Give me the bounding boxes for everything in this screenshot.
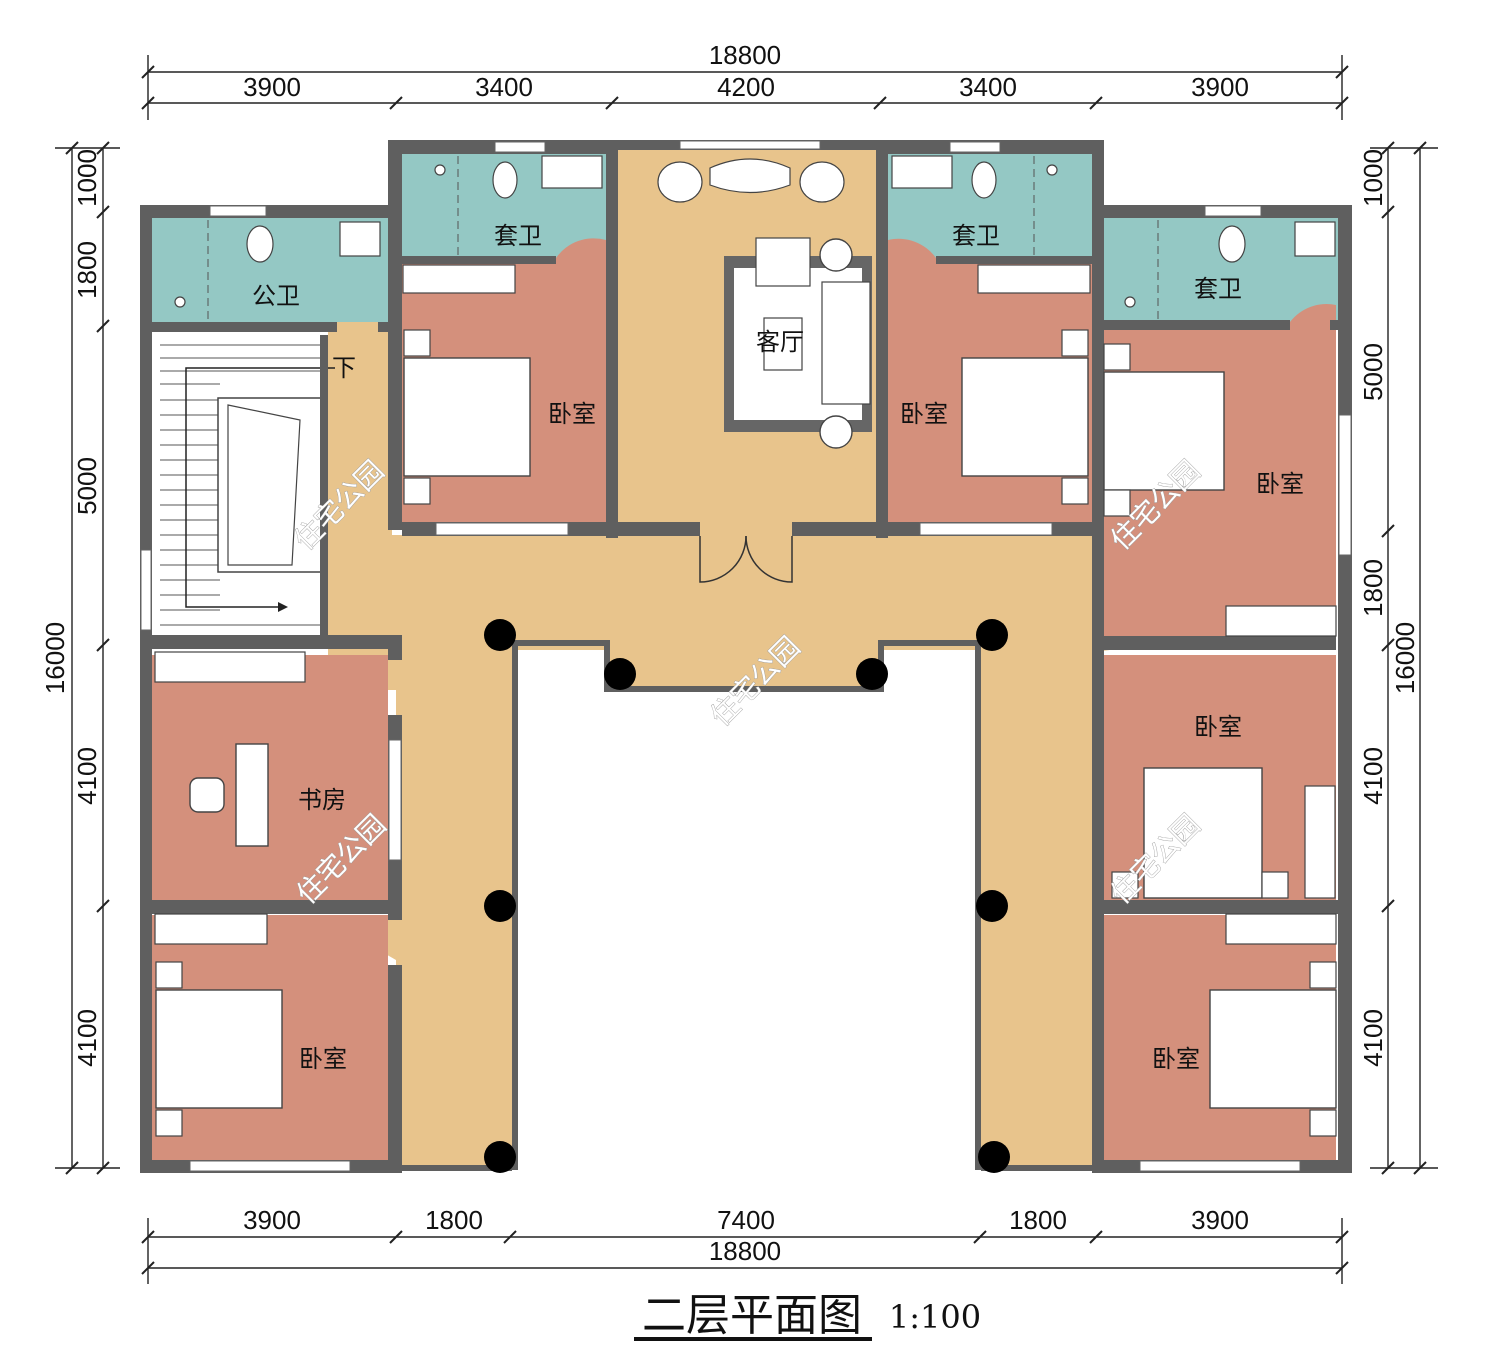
dim-left-seg-5: 4100 <box>72 1009 102 1067</box>
dim-left-seg-1: 1000 <box>72 149 102 207</box>
dim-right-seg-4: 4100 <box>1358 747 1388 805</box>
hall-double-door <box>699 535 793 583</box>
label-bedroom-2: 卧室 <box>900 400 948 428</box>
dim-bottom-seg-5: 3900 <box>1191 1205 1249 1235</box>
nightstands <box>155 329 1337 1137</box>
dim-left-seg-2: 1800 <box>72 241 102 299</box>
label-living-room: 客厅 <box>756 328 804 356</box>
dim-top-seg-3: 4200 <box>717 72 775 102</box>
dim-right-seg-3: 1800 <box>1358 559 1388 617</box>
dim-left-seg-4: 4100 <box>72 747 102 805</box>
label-suite-bath-2: 套卫 <box>952 222 1000 250</box>
drawing-title: 二层平面图 <box>642 1290 862 1341</box>
label-stair-down: 下 <box>332 354 356 382</box>
bedrooms <box>152 238 1336 1161</box>
dim-top-total: 18800 <box>709 40 781 70</box>
dimension-lines <box>55 55 1438 1284</box>
dim-left-total: 16000 <box>40 622 70 694</box>
label-suite-bath-3: 套卫 <box>1194 275 1242 303</box>
living-room-rug <box>657 158 872 449</box>
beds <box>155 357 1337 1109</box>
dim-bottom-total: 18800 <box>709 1236 781 1266</box>
staircase <box>152 335 335 635</box>
windows <box>140 140 1352 1172</box>
dim-right-seg-2: 5000 <box>1358 343 1388 401</box>
dim-right-seg-1: 1000 <box>1358 149 1388 207</box>
label-public-toilet: 公卫 <box>252 282 300 310</box>
wardrobes <box>154 264 1337 945</box>
dim-right-total: 16000 <box>1390 622 1420 694</box>
drawing-scale: 1:100 <box>889 1298 981 1336</box>
label-study: 书房 <box>298 786 346 814</box>
dim-right-seg-5: 4100 <box>1358 1009 1388 1067</box>
dim-bottom-seg-3: 7400 <box>717 1205 775 1235</box>
label-bedroom-5: 卧室 <box>299 1045 347 1073</box>
columns <box>484 619 1010 1173</box>
label-bedroom-1: 卧室 <box>548 400 596 428</box>
study-desk <box>189 743 269 847</box>
dim-bottom-seg-1: 3900 <box>243 1205 301 1235</box>
bathroom-fixtures <box>174 155 1336 308</box>
dim-top-seg-5: 3900 <box>1191 72 1249 102</box>
label-bedroom-6: 卧室 <box>1152 1045 1200 1073</box>
label-bedroom-3: 卧室 <box>1256 470 1304 498</box>
label-suite-bath-1: 套卫 <box>494 222 542 250</box>
title-underline <box>634 1337 872 1341</box>
dim-bottom-seg-4: 1800 <box>1009 1205 1067 1235</box>
dim-top-seg-1: 3900 <box>243 72 301 102</box>
dim-left-seg-3: 5000 <box>72 457 102 515</box>
dim-bottom-seg-2: 1800 <box>425 1205 483 1235</box>
dim-top-seg-2: 3400 <box>475 72 533 102</box>
dim-top-seg-4: 3400 <box>959 72 1017 102</box>
shower-partitions <box>207 156 1159 320</box>
label-bedroom-4: 卧室 <box>1194 713 1242 741</box>
